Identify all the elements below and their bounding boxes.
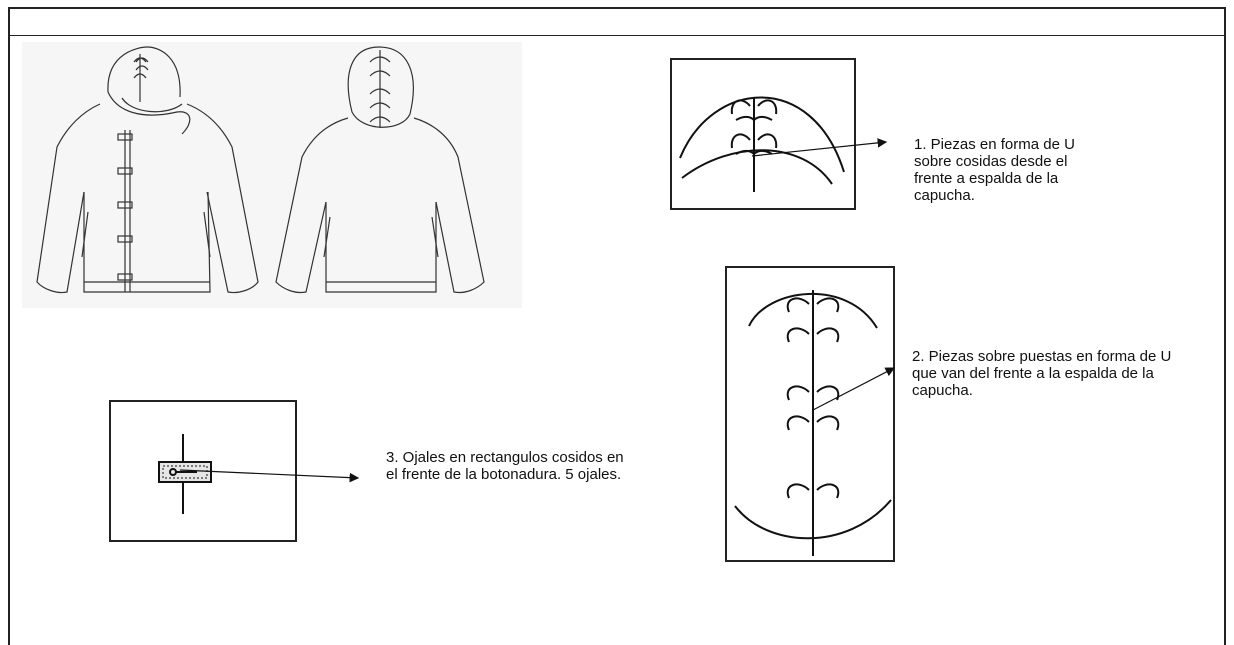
detail-hood-front — [670, 58, 856, 210]
detail-hood-front-svg — [679, 96, 845, 192]
sheet-body — [8, 35, 1226, 645]
garment-sketch-svg — [36, 46, 485, 294]
front-view — [36, 46, 259, 294]
arrow-note-1 — [751, 138, 888, 157]
u-piece-group — [786, 297, 840, 499]
arrow-note-2 — [812, 367, 896, 411]
garment-sketch — [22, 42, 522, 308]
note-3: 3. Ojales en rectangulos cosidos en el f… — [386, 449, 624, 483]
back-view — [275, 46, 485, 294]
arrow-note-3 — [179, 469, 360, 483]
header-bar — [8, 7, 1226, 36]
detail-hood-back — [725, 266, 895, 562]
detail-buttonhole-svg — [158, 434, 212, 514]
note-2: 2. Piezas sobre puestas en forma de U qu… — [912, 348, 1172, 399]
detail-hood-back-svg — [734, 290, 892, 556]
note-1: 1. Piezas en forma de U sobre cosidas de… — [914, 136, 1075, 204]
